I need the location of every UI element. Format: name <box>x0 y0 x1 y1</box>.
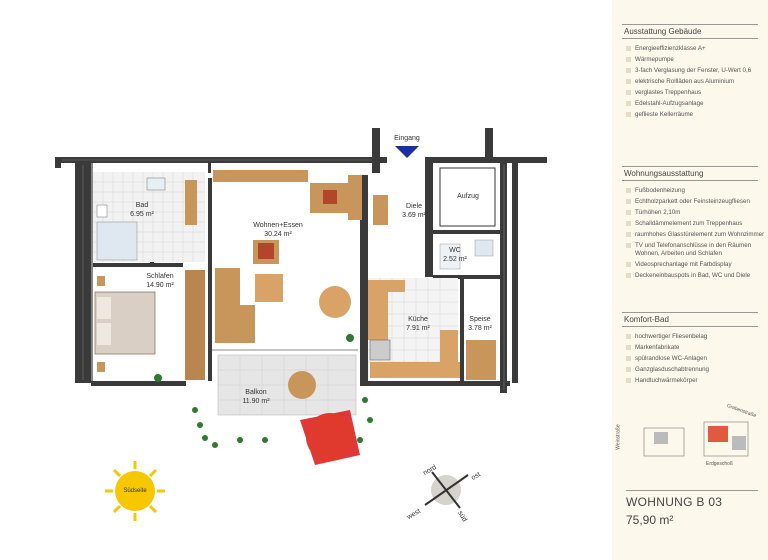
list-item: TV und Telefonanschlüsse in den Räumen W… <box>626 242 768 257</box>
sun-icon <box>105 461 165 521</box>
section-bath-title: Komfort-Bad <box>622 312 758 327</box>
wohnen-area: 30.24 m² <box>264 231 292 238</box>
list-item: hochwertiger Fliesenbelag <box>626 333 768 341</box>
bedroom <box>94 270 205 380</box>
sun-label: Südseite <box>123 488 147 494</box>
apartment-feature-list: Fußbodenheizung Echtholzparkett oder Fei… <box>626 187 768 279</box>
label-entrance: Eingang <box>394 135 420 142</box>
section-apartment: Wohnungsausstattung Fußbodenheizung Echt… <box>612 166 768 283</box>
list-item: Energieeffizienzklasse A+ <box>626 45 768 53</box>
diele-area: 3.69 m² <box>402 212 426 219</box>
label-bad: Bad 6.95 m² <box>122 201 162 219</box>
wc-area: 2.52 m² <box>443 256 467 263</box>
floor-plan <box>55 128 547 521</box>
balkon-name: Balkon <box>245 389 267 396</box>
balkon-area: 11.90 m² <box>242 398 270 405</box>
list-item: Wärmepumpe <box>626 56 768 64</box>
kueche-name: Küche <box>408 316 428 323</box>
label-schlafen: Schlafen 14.90 m² <box>138 272 182 290</box>
list-item: verglastes Treppenhaus <box>626 89 768 97</box>
list-item: Schalldämmelement zum Treppenhaus <box>626 220 768 228</box>
floor-label: Erdgeschoß <box>706 461 733 467</box>
bad-name: Bad <box>135 202 149 209</box>
schlafen-name: Schlafen <box>146 273 174 280</box>
list-item: Deckeneinbauspots in Bad, WC und Diele <box>626 272 768 280</box>
list-item: raumhohes Glasstürelement zum Wohnzimmer <box>626 231 768 239</box>
bath-feature-list: hochwertiger Fliesenbelag Markenfabrikat… <box>626 333 768 385</box>
list-item: Edelstahl-Aufzugsanlage <box>626 100 768 108</box>
list-item: elektrische Rollläden aus Aluminium <box>626 78 768 86</box>
list-item: Ganzglasduschabtrennung <box>626 366 768 374</box>
list-item: Türhöhen 2,10m <box>626 209 768 217</box>
kitchen <box>368 278 496 380</box>
bathroom <box>93 172 205 262</box>
label-aufzug: Aufzug <box>457 193 479 200</box>
list-item: spülrandlose WC-Anlagen <box>626 355 768 363</box>
key-plan-drawing <box>643 421 749 457</box>
wc-name: WC <box>449 247 461 254</box>
kueche-area: 7.91 m² <box>406 325 430 332</box>
list-item: geflieste Kellerräume <box>626 111 768 119</box>
wohnen-name: Wohnen+Essen <box>253 222 303 229</box>
compass-icon <box>424 471 469 509</box>
hall <box>373 146 496 270</box>
schlafen-area: 14.90 m² <box>146 282 174 289</box>
label-wc: WC 2.52 m² <box>440 246 470 264</box>
section-apartment-title: Wohnungsausstattung <box>622 166 758 181</box>
list-item: Markenfabrikate <box>626 344 768 352</box>
label-kueche: Küche 7.91 m² <box>398 315 438 333</box>
key-plan: Weinstraße Grabenstraße Erdgeschoß <box>616 403 760 470</box>
building-feature-list: Energieeffizienzklasse A+ Wärmepumpe 3-f… <box>626 45 768 119</box>
unit-title: WOHNUNG B 03 <box>626 495 723 509</box>
balcony <box>154 334 373 465</box>
street-label-1: Weinstraße <box>615 424 622 450</box>
unit-area: 75,90 m² <box>626 513 674 527</box>
label-diele: Diele 3.69 m² <box>394 202 434 220</box>
list-item: Videosprechanlage mit Farbdisplay <box>626 261 768 269</box>
diele-name: Diele <box>406 203 422 210</box>
label-balkon: Balkon 11.90 m² <box>234 388 278 406</box>
wall-hatching <box>62 159 505 390</box>
living-room <box>212 170 362 351</box>
unit-info: WOHNUNG B 03 75,90 m² <box>626 490 758 549</box>
label-speise: Speise 3.78 m² <box>462 315 498 333</box>
list-item: Handtuchwärmekörper <box>626 377 768 385</box>
list-item: Fußbodenheizung <box>626 187 768 195</box>
section-bath: Komfort-Bad hochwertiger Fliesenbelag Ma… <box>612 312 768 388</box>
bad-area: 6.95 m² <box>130 211 154 218</box>
list-item: 3-fach Verglasung der Fenster, U-Wert 0,… <box>626 67 768 75</box>
section-building: Ausstattung Gebäude Energieeffizienzklas… <box>612 24 768 122</box>
speise-name: Speise <box>469 316 491 323</box>
features-sidebar: Ausstattung Gebäude Energieeffizienzklas… <box>612 0 768 560</box>
speise-area: 3.78 m² <box>468 325 492 332</box>
section-building-title: Ausstattung Gebäude <box>622 24 758 39</box>
label-wohnen: Wohnen+Essen 30.24 m² <box>243 221 313 239</box>
list-item: Echtholzparkett oder Feinsteinzeugfliese… <box>626 198 768 206</box>
